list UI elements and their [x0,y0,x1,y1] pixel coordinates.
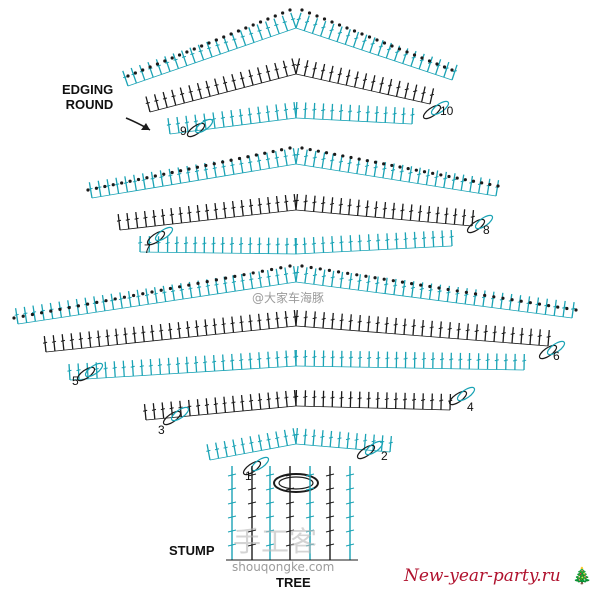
stitch-row-right-2 [296,58,434,104]
stitch-row-right-1 [296,13,457,80]
site-watermark: shouqongke.com [232,560,334,574]
round-number-10: 10 [440,104,453,118]
round-number-6: 6 [553,349,560,363]
round-number-1: 1 [245,469,252,483]
edging-round-line-1: EDGING [62,82,113,97]
stitch-row-right-7 [295,266,575,318]
tree-label: TREE [276,575,311,590]
round-number-7: 7 [144,242,151,256]
edging-round-line-2: ROUND [62,97,113,112]
round-number-3: 3 [158,423,165,437]
site-credit: New-year-party.ru [404,566,561,586]
stitch-row-right-6 [294,230,454,254]
round-number-8: 8 [483,223,490,237]
stitch-row-right-4 [295,148,499,196]
round-number-4: 4 [467,400,474,414]
stitch-row-left-10 [143,390,297,420]
round-number-9: 9 [180,124,187,138]
stitch-row-right-9 [294,350,526,370]
base-ring-inner [279,477,313,489]
weibo-watermark: @大家车海豚 [252,289,324,306]
stump-label: STUMP [169,543,215,558]
stitch-row-left-4 [89,148,297,198]
christmas-tree-icon: 🎄 [572,566,592,586]
edging-dots-top-right [300,8,453,71]
stitch-row-left-11 [206,428,296,460]
stitch-row-right-11 [295,428,393,452]
stitch-row-left-8 [43,310,297,352]
round-number-5: 5 [72,374,79,388]
round-number-2: 2 [381,449,388,463]
stitch-row-right-5 [295,194,475,226]
stitch-row-right-3 [294,102,414,124]
edging-dots-bottom-left [12,264,291,319]
stitch-row-right-8 [295,310,551,346]
stitch-row-right-10 [294,390,452,410]
edging-dots-middle-right [300,146,499,187]
stitch-row-left-1 [123,13,296,86]
stitch-row-left-5 [117,194,297,230]
edging-round-label: EDGING ROUND [62,82,113,112]
site-watermark-hanzi: 手工客 [233,520,317,560]
